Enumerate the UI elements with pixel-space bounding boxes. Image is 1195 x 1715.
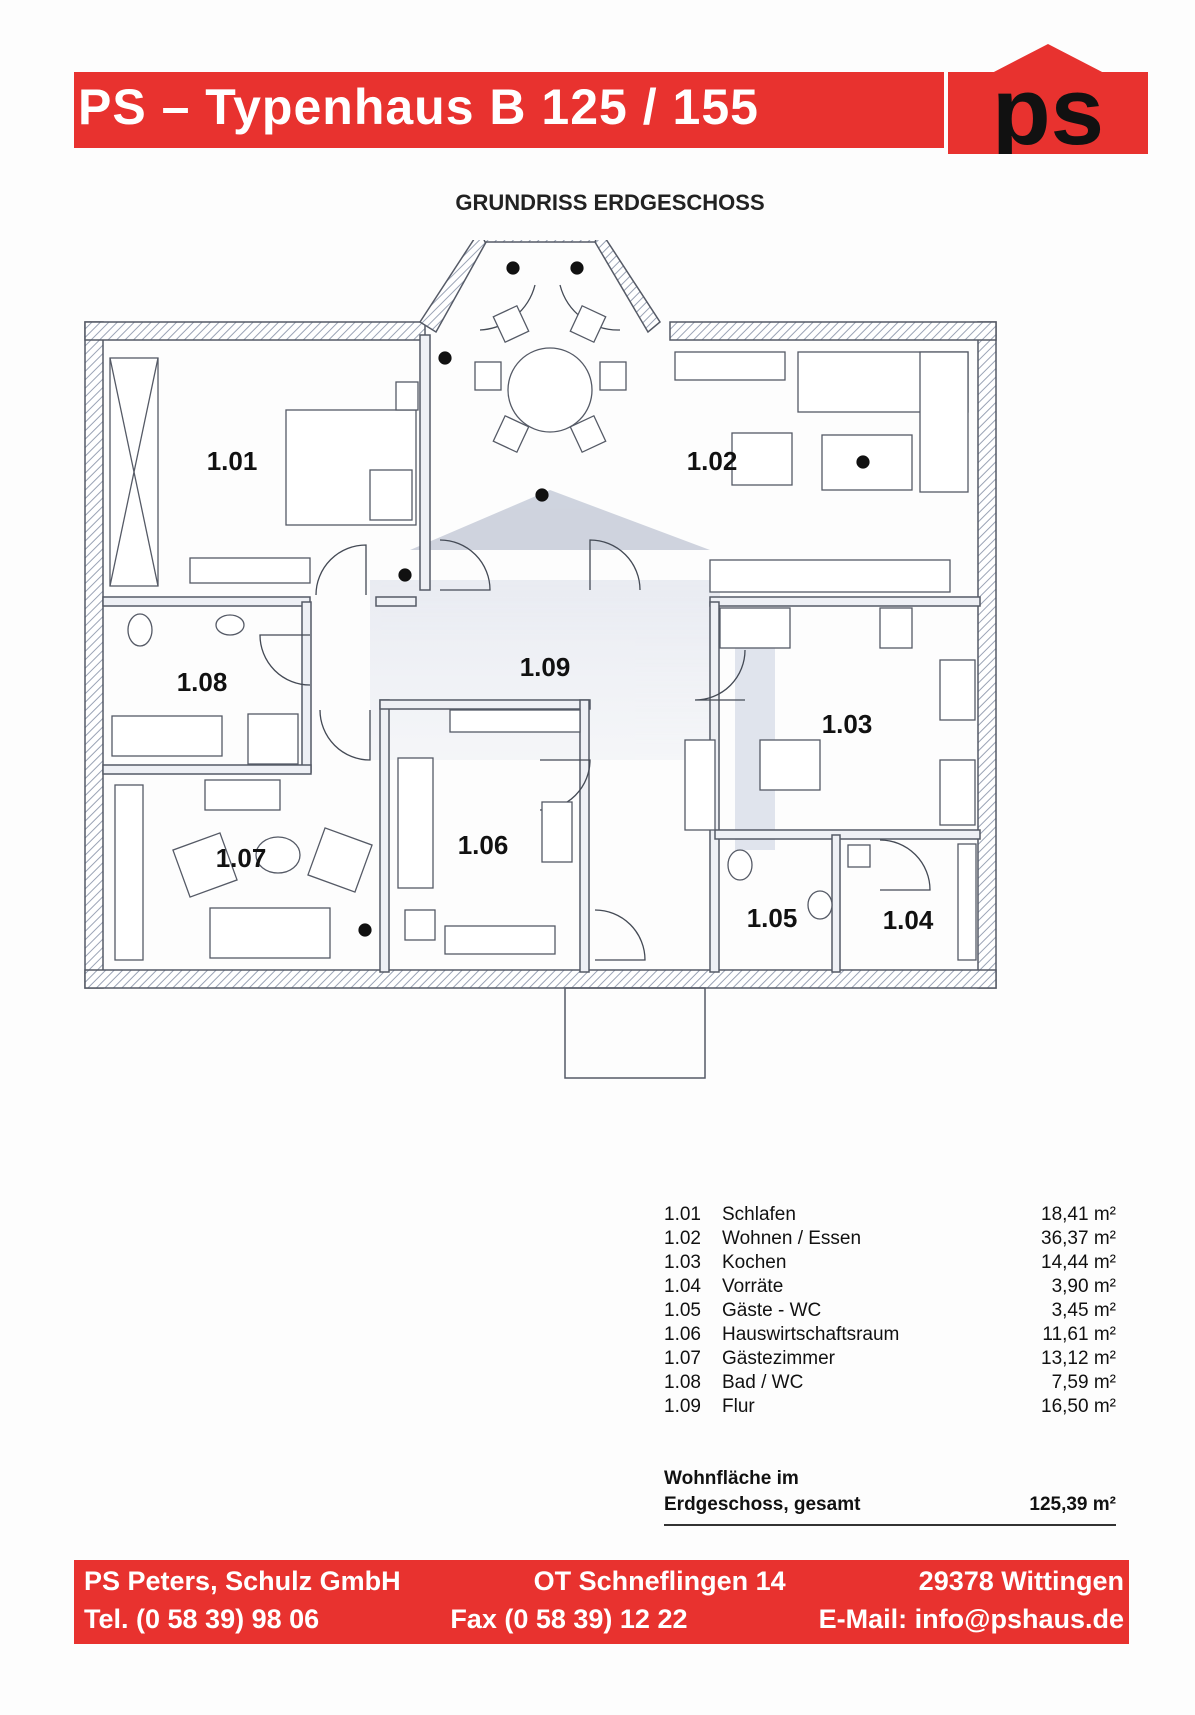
area-value: 18,41 m² — [1041, 1204, 1116, 1225]
area-num: 1.04 — [664, 1276, 701, 1297]
area-value: 3,90 m² — [1051, 1276, 1116, 1297]
area-value: 36,37 m² — [1041, 1228, 1116, 1249]
footer-fax: Fax (0 58 39) 12 22 — [450, 1604, 688, 1634]
area-num: 1.05 — [664, 1300, 701, 1321]
total-label-line2: Erdgeschoss, gesamt — [664, 1494, 861, 1515]
room-label-1-03: 1.03 — [822, 709, 873, 739]
area-num: 1.02 — [664, 1228, 701, 1249]
footer-city: 29378 Wittingen — [918, 1566, 1124, 1596]
area-value: 3,45 m² — [1051, 1300, 1116, 1321]
area-table: 1.01 Schlafen 18,41 m² 1.02 Wohnen / Essen 3… — [664, 1203, 1116, 1419]
guestroom-furniture — [114, 779, 373, 961]
area-value: 7,59 m² — [1051, 1372, 1116, 1393]
area-value: 16,50 m² — [1041, 1396, 1116, 1417]
area-num: 1.06 — [664, 1324, 701, 1345]
area-row: 1.09 Flur 16,50 m² — [664, 1395, 1116, 1419]
area-num: 1.03 — [664, 1252, 701, 1273]
footer-address-line: PS Peters, Schulz GmbH OT Schneflingen 1… — [84, 1566, 1124, 1597]
footer-bar — [74, 1560, 1129, 1644]
wc-store-furniture — [727, 843, 977, 961]
area-num: 1.07 — [664, 1348, 701, 1369]
area-row: 1.01 Schlafen 18,41 m² — [664, 1203, 1116, 1227]
entrance-porch — [564, 987, 706, 1079]
area-num: 1.01 — [664, 1204, 701, 1225]
area-value: 11,61 m² — [1042, 1324, 1116, 1345]
area-name: Schlafen — [722, 1204, 796, 1225]
area-name: Vorräte — [722, 1276, 784, 1297]
total-label-line1: Wohnfläche im — [664, 1468, 799, 1489]
plan-subtitle: GRUNDRISS ERDGESCHOSS — [455, 190, 765, 215]
area-name: Kochen — [722, 1252, 787, 1273]
header-bar — [74, 72, 944, 148]
area-row: 1.03 Kochen 14,44 m² — [664, 1251, 1116, 1275]
ps-logo: ps — [948, 44, 1148, 154]
footer-email[interactable]: E-Mail: info@pshaus.de — [818, 1604, 1124, 1634]
area-row: 1.08 Bad / WC 7,59 m² — [664, 1371, 1116, 1395]
room-label-1-07: 1.07 — [216, 843, 267, 873]
living-furniture — [474, 304, 969, 593]
area-num: 1.09 — [664, 1396, 701, 1417]
area-name: Bad / WC — [722, 1372, 804, 1393]
footer-phone: Tel. (0 58 39) 98 06 — [84, 1604, 320, 1634]
area-name: Flur — [722, 1396, 755, 1417]
room-label-1-04: 1.04 — [883, 905, 934, 935]
page-title: PS – Typenhaus B 125 / 155 — [78, 79, 759, 135]
area-name: Gästezimmer — [722, 1348, 835, 1369]
area-row: 1.07 Gästezimmer 13,12 m² — [664, 1347, 1116, 1371]
room-label-1-06: 1.06 — [458, 830, 509, 860]
area-num: 1.08 — [664, 1372, 701, 1393]
room-label-1-05: 1.05 — [747, 903, 798, 933]
room-label-1-09: 1.09 — [520, 652, 571, 682]
logo-text: ps — [992, 58, 1104, 154]
area-row: 1.05 Gäste - WC 3,45 m² — [664, 1299, 1116, 1323]
total-value: 125,39 m² — [1029, 1494, 1116, 1515]
area-name: Gäste - WC — [722, 1300, 822, 1321]
area-name: Wohnen / Essen — [722, 1228, 862, 1249]
area-name: Hauswirtschaftsraum — [722, 1324, 900, 1345]
room-label-1-01: 1.01 — [207, 446, 258, 476]
footer-company: PS Peters, Schulz GmbH — [84, 1566, 401, 1596]
plant-icons — [358, 261, 870, 937]
bedroom-furniture — [109, 357, 419, 587]
bath-furniture — [111, 613, 299, 765]
room-label-1-02: 1.02 — [687, 446, 738, 476]
footer-contact-line: Tel. (0 58 39) 98 06 Fax (0 58 39) 12 22… — [84, 1604, 1124, 1635]
area-row: 1.06 Hauswirtschaftsraum 11,61 m² — [664, 1323, 1116, 1347]
utility-furniture — [397, 709, 581, 955]
kitchen-furniture — [684, 607, 976, 831]
area-row: 1.04 Vorräte 3,90 m² — [664, 1275, 1116, 1299]
area-value: 14,44 m² — [1041, 1252, 1116, 1273]
outer-walls — [84, 240, 997, 989]
room-label-1-08: 1.08 — [177, 667, 228, 697]
area-row: 1.02 Wohnen / Essen 36,37 m² — [664, 1227, 1116, 1251]
total-area: Wohnfläche im Erdgeschoss, gesamt 125,39 … — [664, 1466, 1116, 1526]
floor-plan: 1.01 1.02 1.03 1.04 1.05 1.06 1.07 1.08 … — [84, 240, 997, 1079]
area-value: 13,12 m² — [1041, 1348, 1116, 1369]
footer-street: OT Schneflingen 14 — [533, 1566, 786, 1596]
